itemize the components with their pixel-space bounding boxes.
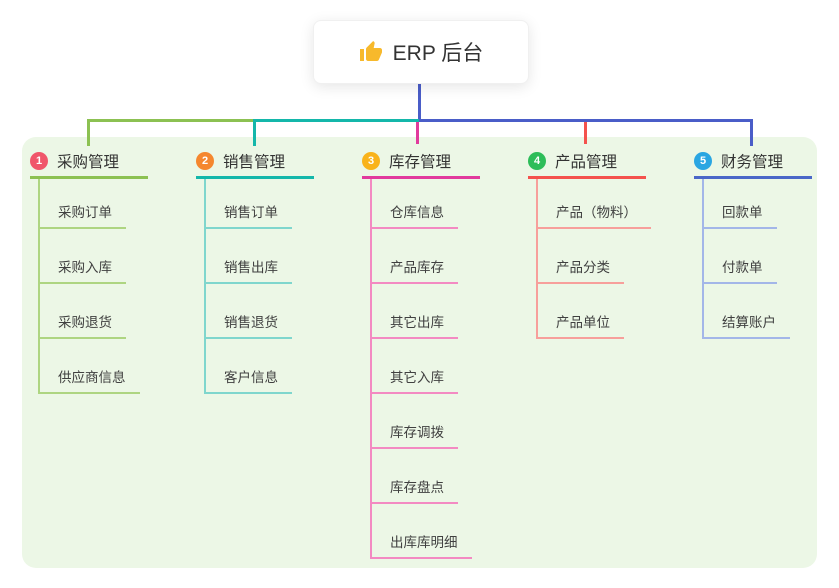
child-node[interactable]: 产品单位 — [538, 284, 624, 339]
branch-children: 销售订单 销售出库 销售退货 客户信息 — [204, 179, 314, 394]
connector-drop-branch-4 — [584, 122, 587, 144]
connector-root-drop — [418, 82, 421, 119]
child-node[interactable]: 其它出库 — [372, 284, 458, 339]
branch-children: 产品（物料） 产品分类 产品单位 — [536, 179, 651, 339]
child-node[interactable]: 采购订单 — [40, 179, 126, 229]
child-node[interactable]: 付款单 — [704, 229, 777, 284]
child-node[interactable]: 销售订单 — [206, 179, 292, 229]
child-node[interactable]: 产品库存 — [372, 229, 458, 284]
branch-inventory: 3 库存管理 仓库信息 产品库存 其它出库 其它入库 库存调拨 库存盘点 出库库… — [362, 146, 480, 559]
child-node[interactable]: 采购退货 — [40, 284, 126, 339]
child-node[interactable]: 回款单 — [704, 179, 777, 229]
child-node[interactable]: 供应商信息 — [40, 339, 140, 394]
branch-header-sales[interactable]: 2 销售管理 — [196, 146, 314, 179]
branch-number-badge: 1 — [30, 152, 48, 170]
branch-number-badge: 3 — [362, 152, 380, 170]
child-node[interactable]: 销售退货 — [206, 284, 292, 339]
branch-children: 回款单 付款单 结算账户 — [702, 179, 812, 339]
child-node[interactable]: 产品（物料） — [538, 179, 651, 229]
branch-procurement: 1 采购管理 采购订单 采购入库 采购退货 供应商信息 — [30, 146, 148, 394]
branch-number-badge: 2 — [196, 152, 214, 170]
branch-header-inventory[interactable]: 3 库存管理 — [362, 146, 480, 179]
branch-children: 采购订单 采购入库 采购退货 供应商信息 — [38, 179, 148, 394]
child-node[interactable]: 采购入库 — [40, 229, 126, 284]
child-node[interactable]: 库存盘点 — [372, 449, 458, 504]
connector-bus-blue — [419, 119, 753, 122]
connector-bus-green — [87, 119, 253, 122]
child-node[interactable]: 仓库信息 — [372, 179, 458, 229]
branch-product: 4 产品管理 产品（物料） 产品分类 产品单位 — [528, 146, 651, 339]
child-node[interactable]: 产品分类 — [538, 229, 624, 284]
branch-header-product[interactable]: 4 产品管理 — [528, 146, 646, 179]
child-node[interactable]: 结算账户 — [704, 284, 790, 339]
branch-header-finance[interactable]: 5 财务管理 — [694, 146, 812, 179]
branch-number-badge: 5 — [694, 152, 712, 170]
child-node[interactable]: 库存调拨 — [372, 394, 458, 449]
branch-label: 财务管理 — [721, 154, 784, 171]
child-node[interactable]: 销售出库 — [206, 229, 292, 284]
child-node[interactable]: 客户信息 — [206, 339, 292, 394]
branch-label: 产品管理 — [555, 154, 618, 171]
connector-bus-teal — [253, 119, 419, 122]
branch-header-procurement[interactable]: 1 采购管理 — [30, 146, 148, 179]
root-node[interactable]: ERP 后台 — [313, 20, 529, 84]
branch-sales: 2 销售管理 销售订单 销售出库 销售退货 客户信息 — [196, 146, 314, 394]
branch-finance: 5 财务管理 回款单 付款单 结算账户 — [694, 146, 812, 339]
connector-drop-branch-1 — [87, 119, 90, 146]
branch-label: 销售管理 — [223, 154, 286, 171]
branch-label: 采购管理 — [57, 154, 120, 171]
connector-drop-branch-5 — [750, 119, 753, 146]
connector-drop-branch-3 — [416, 122, 419, 144]
child-node[interactable]: 出库库明细 — [372, 504, 472, 559]
root-label: ERP 后台 — [392, 42, 484, 65]
thumbs-up-icon — [359, 40, 383, 64]
branch-label: 库存管理 — [389, 154, 452, 171]
connector-drop-branch-2 — [253, 119, 256, 146]
branch-number-badge: 4 — [528, 152, 546, 170]
child-node[interactable]: 其它入库 — [372, 339, 458, 394]
branches-panel — [22, 137, 817, 568]
branch-children: 仓库信息 产品库存 其它出库 其它入库 库存调拨 库存盘点 出库库明细 — [370, 179, 480, 559]
